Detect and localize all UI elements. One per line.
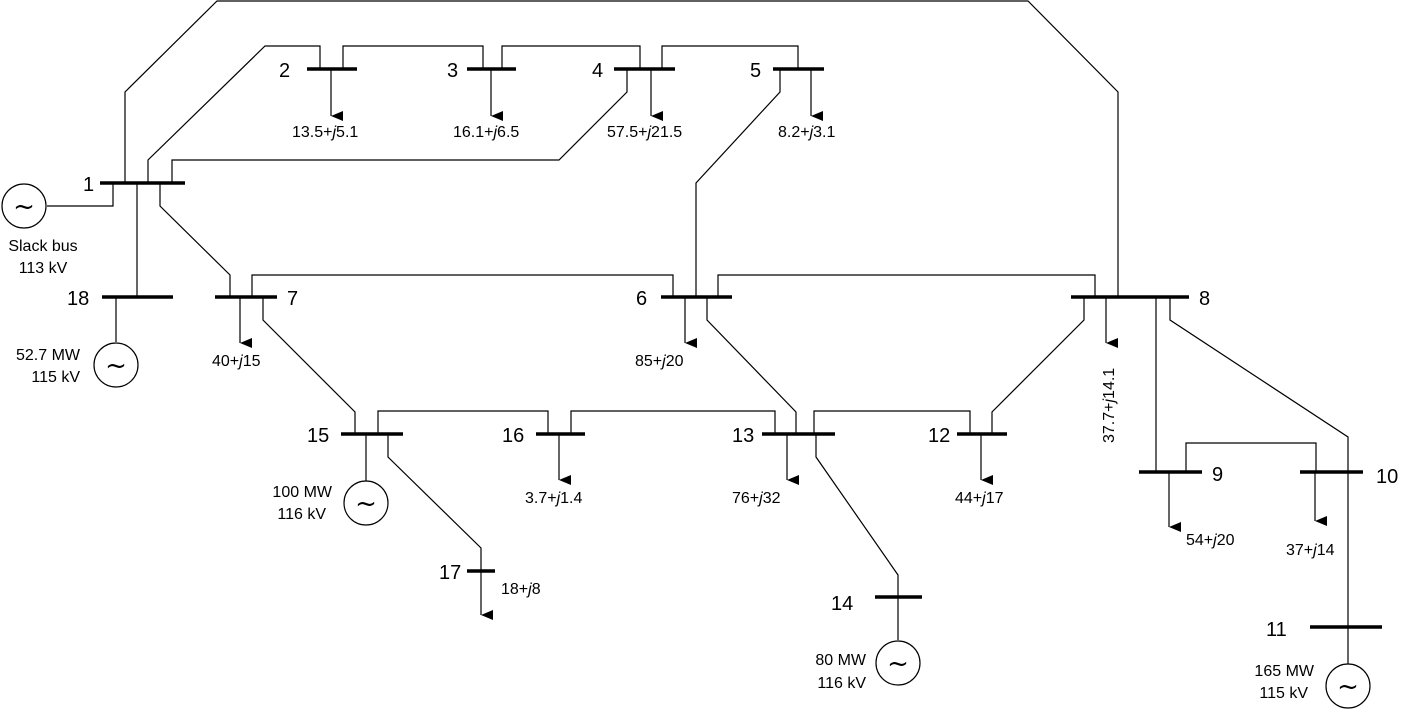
generator-11-symbol: ~ <box>1325 663 1371 709</box>
bus-labels: 1 2 3 4 5 6 7 8 9 10 11 12 13 14 15 16 1… <box>67 60 1398 641</box>
generator-tilde-icon: ~ <box>887 649 909 679</box>
line-13-14 <box>815 434 899 597</box>
line-13-12 <box>813 410 971 434</box>
load-label-12: 44+j17 <box>955 490 1004 507</box>
bus-label-4: 4 <box>592 60 603 82</box>
generator-15-symbol: ~ <box>343 480 389 526</box>
generator-tilde-icon: ~ <box>13 192 35 222</box>
load-label-13: 76+j32 <box>732 490 781 507</box>
bus-label-3: 3 <box>447 60 458 82</box>
load-label-10: 37+j14 <box>1286 542 1335 559</box>
generator-label-18-line2: 115 kV <box>31 369 80 386</box>
load-label-7: 40+j15 <box>212 353 261 370</box>
line-9-10 <box>1185 442 1317 472</box>
generator-tilde-icon: ~ <box>105 351 127 381</box>
generator-14-symbol: ~ <box>875 640 921 686</box>
line-3-4 <box>501 45 641 69</box>
generators: ~ ~ ~ ~ ~ <box>1 183 1371 709</box>
generator-label-11-line1: 165 MW <box>1254 663 1314 680</box>
line-5-6 <box>695 69 781 297</box>
load-label-16: 3.7+j1.4 <box>525 490 583 507</box>
line-4-5 <box>661 45 799 69</box>
load-labels: 13.5+j5.1 16.1+j6.5 57.5+j21.5 8.2+j3.1 … <box>212 124 1335 598</box>
bus-label-11: 11 <box>1266 619 1287 641</box>
generator-label-18-line1: 52.7 MW <box>16 347 81 364</box>
line-slack-gen <box>47 183 114 207</box>
bus-label-7: 7 <box>287 288 298 310</box>
line-7-6 <box>251 274 674 297</box>
bus-label-14: 14 <box>831 593 853 615</box>
load-label-3: 16.1+j6.5 <box>453 124 519 141</box>
line-15-17 <box>387 434 482 571</box>
generator-label-15-line2: 116 kV <box>277 506 326 523</box>
line-7-15 <box>262 297 356 434</box>
generator-label-14-line2: 116 kV <box>817 675 866 692</box>
line-15-16 <box>377 410 549 434</box>
bus-label-9: 9 <box>1212 464 1223 486</box>
generator-labels: Slack bus 113 kV 52.7 MW 115 kV 100 MW 1… <box>8 238 1315 702</box>
generator-label-14-line1: 80 MW <box>815 652 867 669</box>
bus-label-17: 17 <box>439 562 461 584</box>
bus-label-12: 12 <box>928 425 950 447</box>
line-1-2 <box>147 45 321 183</box>
transmission-lines <box>47 0 1349 665</box>
load-label-17: 18+j8 <box>501 581 541 598</box>
load-label-5: 8.2+j3.1 <box>778 124 836 141</box>
generator-1-symbol: ~ <box>1 183 47 229</box>
load-label-6: 85+j20 <box>635 353 684 370</box>
bus-label-5: 5 <box>750 60 761 82</box>
line-2-3 <box>342 45 484 69</box>
line-8-12 <box>991 297 1085 434</box>
generator-18-symbol: ~ <box>93 342 139 388</box>
bus-label-1: 1 <box>83 174 94 196</box>
line-16-13 <box>570 410 776 434</box>
generator-label-1-line2: 113 kV <box>19 260 68 277</box>
generator-label-15-line1: 100 MW <box>272 484 332 501</box>
load-arrows <box>239 69 1327 620</box>
load-label-8: 37.7+j14.1 <box>1101 368 1118 443</box>
line-1-4 <box>171 69 628 183</box>
line-6-13 <box>706 297 797 434</box>
load-label-2: 13.5+j5.1 <box>292 124 358 141</box>
line-1-7 <box>159 183 231 297</box>
generator-tilde-icon: ~ <box>355 489 377 519</box>
bus-label-15: 15 <box>307 425 329 447</box>
bus-label-8: 8 <box>1199 288 1210 310</box>
bus-label-10: 10 <box>1376 466 1398 488</box>
bus-label-18: 18 <box>67 288 89 310</box>
line-6-8 <box>717 274 1096 297</box>
generator-tilde-icon: ~ <box>1337 672 1359 702</box>
line-8-10 <box>1169 297 1349 472</box>
bus-label-13: 13 <box>732 425 754 447</box>
load-label-4: 57.5+j21.5 <box>607 124 682 141</box>
bus-label-16: 16 <box>502 425 524 447</box>
generator-label-11-line2: 115 kV <box>1259 685 1308 702</box>
line-1-8 <box>124 0 1119 297</box>
generator-label-1-line1: Slack bus <box>8 238 77 255</box>
bus-label-6: 6 <box>636 288 647 310</box>
bus-label-2: 2 <box>279 60 290 82</box>
load-label-9: 54+j20 <box>1186 532 1235 549</box>
